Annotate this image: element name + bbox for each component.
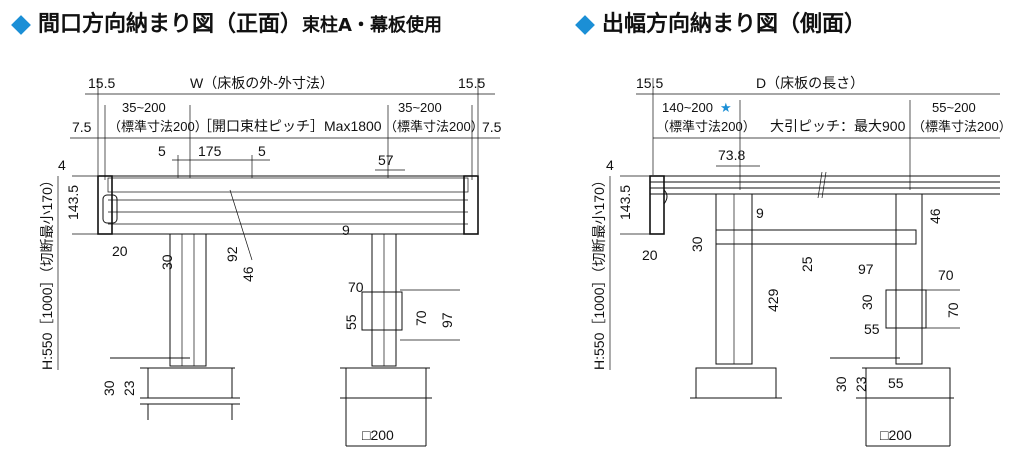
dim-std-right-range: 35~200 (398, 100, 442, 115)
dim-std-left-label: （標準寸法200） (656, 119, 756, 134)
dim-7-5-left: 7.5 (72, 119, 92, 135)
dim-73-8: 73.8 (718, 147, 745, 163)
footing-size: □200 (880, 427, 912, 443)
dim-57: 57 (378, 152, 394, 168)
dim-46: 46 (927, 208, 943, 224)
dim-9: 9 (756, 205, 764, 221)
dim-70-a: 70 (348, 279, 364, 295)
dim-20: 20 (642, 247, 658, 263)
left-drawing: 15.5 15.5 W（床板の外-外寸法） 7.5 7.5 35~200 （標準… (39, 75, 502, 447)
dim-429: 429 (765, 288, 781, 312)
dim-23: 23 (121, 380, 137, 396)
dim-5-a: 5 (158, 143, 166, 159)
dim-30-c: 30 (833, 376, 849, 392)
right-diagram-title: 出幅方向納まり図（側面） (572, 6, 866, 38)
left-diagram-title: 間口方向納まり図（正面）束柱A・幕板使用 (8, 6, 442, 38)
dim-55-b: 55 (888, 375, 904, 391)
dim-7-5-right: 7.5 (482, 119, 502, 135)
deck-board-slots (107, 177, 469, 225)
dim-std-right-label: （標準寸法200） (912, 119, 1012, 134)
dim-143-5: 143.5 (617, 185, 633, 220)
dim-30-top: 30 (159, 254, 175, 270)
dim-30-a: 30 (689, 236, 705, 252)
dim-97: 97 (858, 261, 874, 277)
dim-15-5-left: 15.5 (88, 75, 115, 91)
dim-70-b: 70 (413, 310, 429, 326)
dim-4: 4 (58, 157, 66, 173)
dim-20: 20 (112, 243, 128, 259)
dim-w-overall: W（床板の外-外寸法） (190, 75, 334, 91)
left-title-text: 間口方向納まり図（正面） (38, 12, 303, 37)
dim-15-5: 15.5 (636, 75, 663, 91)
dim-std-right-label: （標準寸法200） (384, 119, 484, 134)
footing-size: □200 (362, 427, 394, 443)
dim-std-right-range: 55~200 (932, 100, 976, 115)
dim-std-left-label: （標準寸法200） (108, 119, 208, 134)
dim-std-left-range: 140~200 (662, 100, 713, 115)
dim-55-a: 55 (864, 321, 880, 337)
dim-9: 9 (342, 222, 350, 238)
dim-15-5-right: 15.5 (458, 75, 485, 91)
dim-4: 4 (606, 157, 614, 173)
dim-55: 55 (343, 314, 359, 330)
dim-23: 23 (853, 376, 869, 392)
dim-5-b: 5 (258, 143, 266, 159)
dim-70-a: 70 (938, 267, 954, 283)
height-label: H:550［1000］（切断最小170） (591, 173, 607, 370)
dim-30-b: 30 (859, 294, 875, 310)
dim-d-overall: D（床板の長さ） (756, 75, 864, 91)
height-label: H:550［1000］（切断最小170） (39, 173, 55, 370)
dim-97: 97 (439, 312, 455, 328)
star-icon: ★ (720, 100, 732, 115)
dim-pitch: 大引ピッチ：最大900 (770, 118, 906, 134)
dim-46: 46 (240, 266, 256, 282)
dim-25: 25 (799, 256, 815, 272)
dim-92: 92 (224, 246, 240, 262)
dim-143-5: 143.5 (65, 185, 81, 220)
right-drawing: 15.5 D（床板の長さ） 140~200 ★ （標準寸法200） 大引ピッチ：… (591, 75, 1012, 447)
right-title-text: 出幅方向納まり図（側面） (602, 12, 867, 37)
dim-175: 175 (198, 143, 222, 159)
dim-std-left-range: 35~200 (122, 100, 166, 115)
dim-pitch: ［開口束柱ピッチ］Max1800 (198, 118, 382, 134)
left-subtitle-text: 束柱A・幕板使用 (302, 15, 442, 36)
dim-30-bottom: 30 (101, 380, 117, 396)
dim-70-b: 70 (945, 302, 961, 318)
